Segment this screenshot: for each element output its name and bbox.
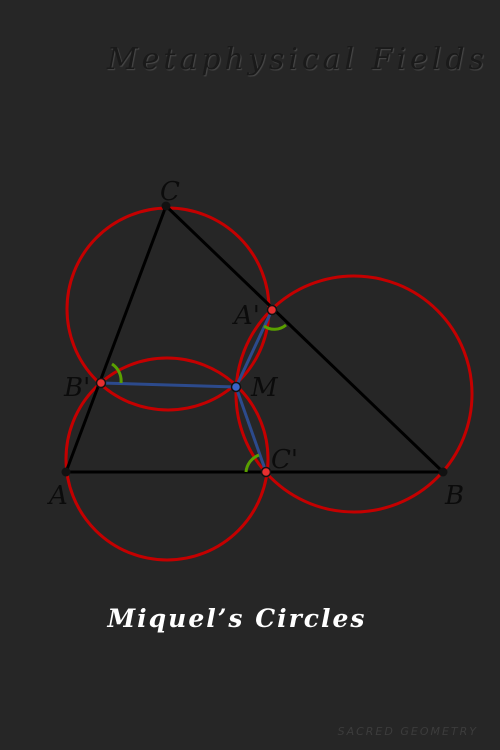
label-a-prime: A' — [232, 301, 260, 331]
point-b-prime — [95, 377, 107, 389]
segment-m-a-prime — [234, 309, 274, 388]
label-c-prime: C' — [271, 445, 298, 475]
label-a: A — [47, 481, 68, 511]
label-c: C — [160, 177, 180, 207]
point-c-prime — [260, 466, 272, 478]
point-c — [161, 201, 171, 211]
header-title: Metaphysical Fields — [106, 42, 488, 77]
circle-a — [64, 356, 270, 562]
angle-mark-a-prime — [263, 323, 287, 331]
label-m: M — [250, 373, 279, 403]
point-a-prime — [266, 304, 278, 316]
caption-title: Miquel’s Circles — [107, 604, 367, 633]
angle-mark-c-prime — [244, 453, 260, 473]
segment-m-c-prime — [234, 386, 268, 473]
triangle-abc — [64, 204, 445, 474]
angle-mark-b-prime — [111, 362, 123, 384]
brand-watermark: SACRED GEOMETRY — [337, 725, 478, 738]
point-a — [61, 467, 71, 477]
circle-b — [234, 274, 474, 514]
point-m — [230, 381, 242, 393]
label-b: B — [444, 481, 464, 511]
label-b-prime: B' — [63, 373, 90, 403]
point-b — [438, 467, 448, 477]
segment-m-b-prime — [100, 381, 237, 389]
